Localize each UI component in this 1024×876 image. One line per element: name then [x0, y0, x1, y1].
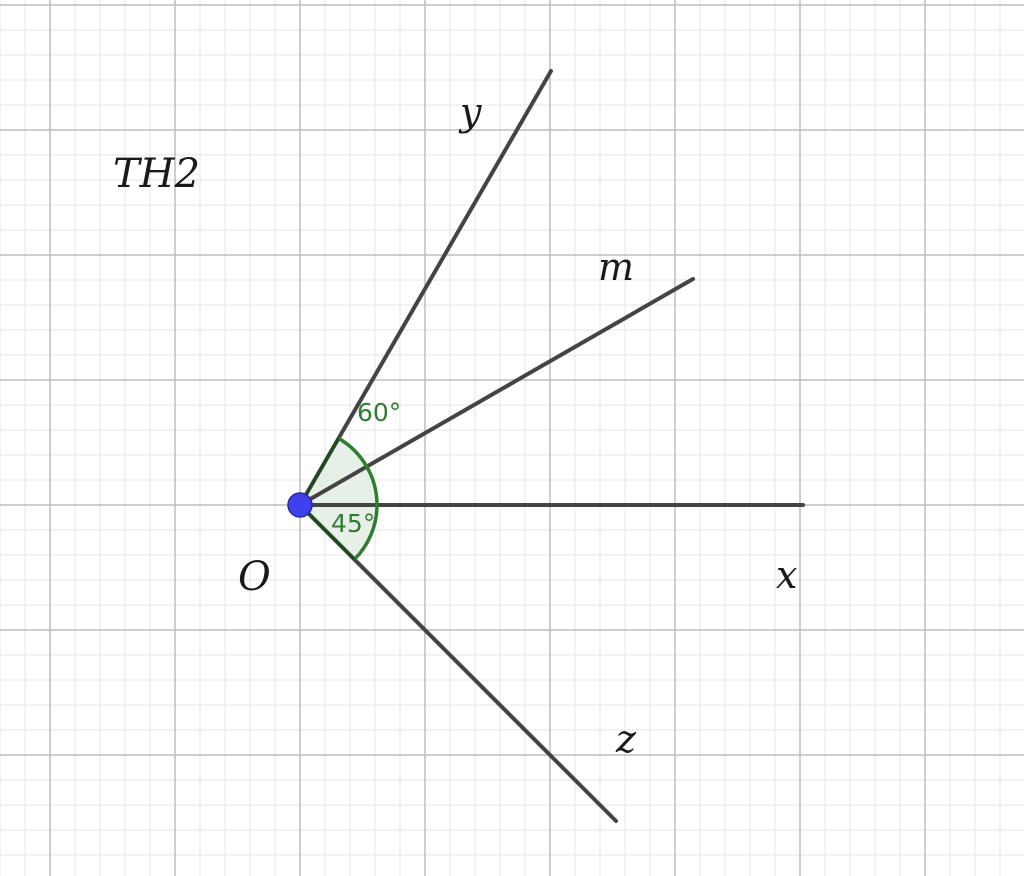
ray-om: [298, 277, 695, 507]
ray-label-y: y: [458, 90, 482, 134]
ray-label-x: x: [776, 553, 797, 597]
vertex-point-o[interactable]: [287, 492, 313, 518]
angle-edge-y: [298, 437, 340, 506]
angle-sector-xoz: [300, 505, 377, 560]
angle-edge-z: [298, 503, 356, 561]
ray-oy: [298, 69, 553, 507]
angle-label-45: 45°: [331, 509, 375, 538]
angle-sector-xoy: [300, 438, 377, 505]
angle-label-60: 60°: [357, 398, 401, 427]
angle-arc-xoz: [353, 504, 379, 561]
ray-label-z: z: [615, 717, 637, 761]
angle-arc-xoy: [337, 436, 379, 506]
ray-label-m: m: [598, 245, 634, 289]
diagram-title: TH2: [113, 151, 200, 197]
vertex-label-o: O: [238, 554, 271, 600]
